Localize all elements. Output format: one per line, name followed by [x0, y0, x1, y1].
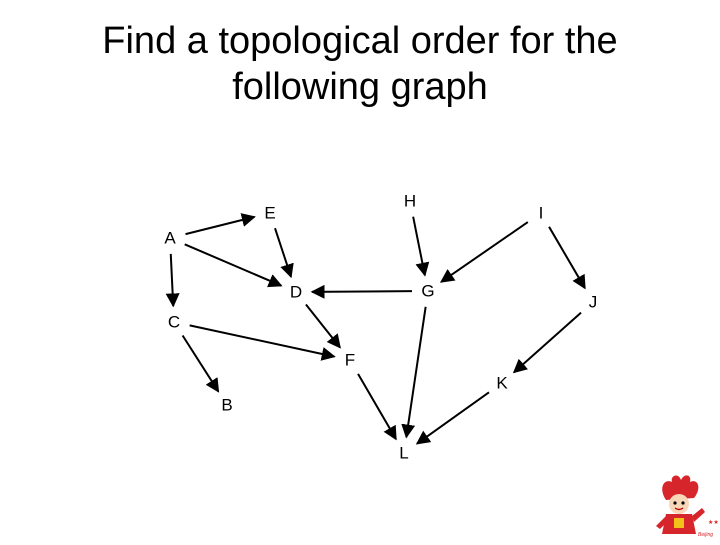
- node-h: H: [404, 192, 416, 211]
- svg-text:Beijing: Beijing: [698, 532, 713, 538]
- node-c: C: [168, 313, 180, 332]
- edge-a-to-e: [186, 217, 255, 234]
- node-b: B: [221, 396, 232, 415]
- edge-a-to-c: [171, 254, 173, 306]
- node-d: D: [290, 283, 302, 302]
- edge-a-to-d: [185, 244, 282, 285]
- mascot-figure-icon: ★★ Beijing: [648, 474, 720, 540]
- edge-k-to-l: [417, 392, 489, 443]
- node-g: G: [421, 282, 434, 301]
- node-f: F: [345, 351, 355, 370]
- node-i: I: [539, 204, 544, 223]
- svg-text:★★: ★★: [708, 519, 719, 526]
- edge-d-to-f: [306, 305, 340, 348]
- edge-e-to-d: [275, 228, 291, 277]
- edge-h-to-g: [413, 217, 425, 276]
- node-l: L: [399, 444, 408, 463]
- node-a: A: [164, 229, 176, 248]
- edge-g-to-l: [406, 307, 425, 437]
- edge-c-to-b: [183, 335, 219, 391]
- edge-g-to-d: [312, 291, 412, 292]
- mascot-logo: ★★ Beijing: [648, 474, 720, 540]
- edge-f-to-l: [358, 374, 396, 439]
- node-j: J: [589, 293, 598, 312]
- edge-i-to-g: [441, 222, 528, 282]
- edge-i-to-j: [549, 227, 585, 288]
- node-k: K: [496, 374, 508, 393]
- edge-c-to-f: [190, 325, 335, 356]
- edge-j-to-k: [514, 313, 581, 373]
- node-e: E: [264, 204, 275, 223]
